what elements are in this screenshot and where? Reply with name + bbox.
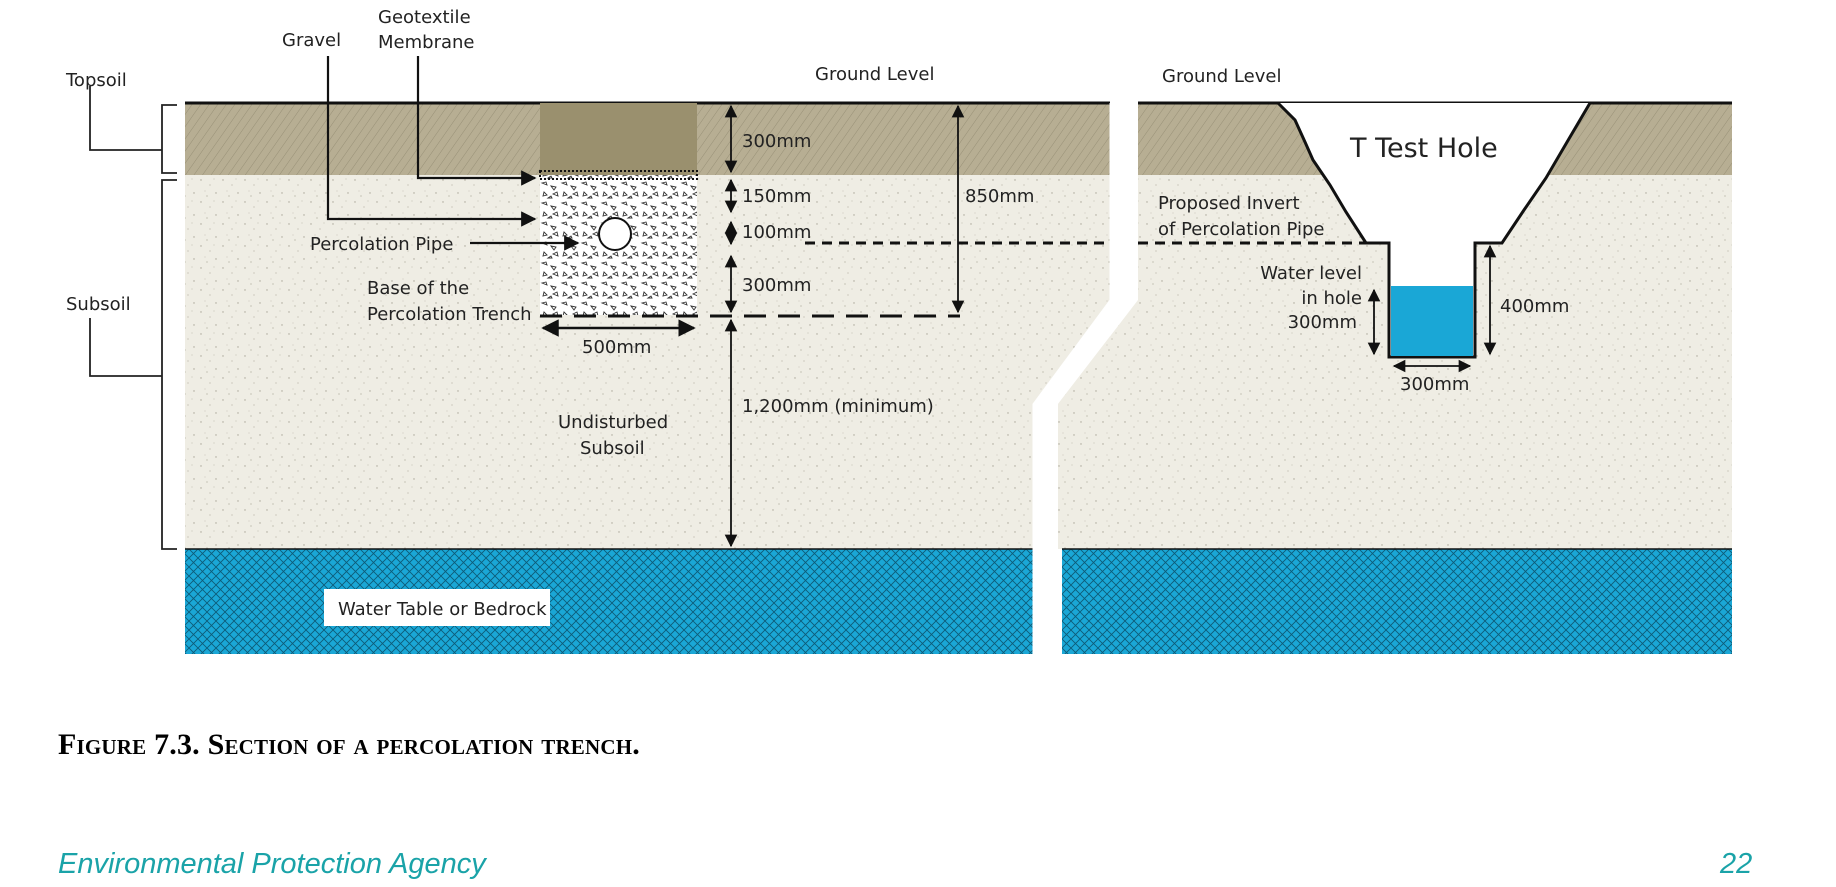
undisturbed-label-1: Undisturbed	[558, 412, 668, 433]
subsoil-label: Subsoil	[66, 294, 131, 315]
dim-minimum: 1,200mm (minimum)	[742, 396, 934, 417]
geotextile-label-2: Membrane	[378, 32, 474, 53]
base-trench-label-2: Percolation Trench	[367, 304, 532, 325]
water-table-label: Water Table or Bedrock	[338, 599, 547, 620]
test-hole-excavation	[1278, 103, 1590, 357]
water-in-hole	[1391, 286, 1473, 356]
dim-hole-depth: 400mm	[1500, 296, 1569, 317]
geotextile-label-1: Geotextile	[378, 7, 471, 28]
gravel-leader	[326, 56, 537, 227]
ground-level-left-label: Ground Level	[815, 64, 934, 85]
figure-caption-text: Section of a percolation trench.	[207, 728, 640, 761]
gravel-label: Gravel	[282, 30, 341, 51]
undisturbed-label-2: Subsoil	[580, 438, 645, 459]
dim-300-lower: 300mm	[742, 275, 811, 296]
subsoil-bracket	[161, 179, 177, 550]
figure-caption-prefix: Figure 7.3.	[58, 728, 200, 761]
percolation-trench-diagram: Topsoil Subsoil Gravel Geotextile Membra…	[65, 7, 1732, 654]
ground-level-right-label: Ground Level	[1162, 66, 1281, 87]
geotextile-membrane	[539, 170, 698, 180]
water-level-label-2: in hole	[1301, 288, 1362, 309]
dim-topsoil: 300mm	[742, 131, 811, 152]
base-trench-label-1: Base of the	[367, 278, 469, 299]
dim-hole-width: 300mm	[1400, 374, 1469, 395]
left-section	[89, 56, 1138, 654]
percolation-pipe	[598, 217, 632, 251]
water-level-label-1: Water level	[1260, 263, 1362, 284]
dim-150: 150mm	[742, 186, 811, 207]
water-level-label-3: 300mm	[1288, 312, 1357, 333]
footer-organization: Environmental Protection Agency	[58, 848, 486, 880]
topsoil-label: Topsoil	[65, 70, 127, 91]
invert-label-2: of Percolation Pipe	[1158, 219, 1324, 240]
membrane-leader	[416, 56, 537, 186]
footer-page-number: 22	[1720, 848, 1753, 880]
figure-caption: Figure 7.3. Section of a percolation tre…	[58, 728, 640, 762]
section-break	[1033, 103, 1138, 654]
right-section	[1058, 101, 1732, 654]
topsoil-bracket	[161, 104, 177, 174]
t-test-hole-title: T Test Hole	[1349, 133, 1498, 164]
dim-100: 100mm	[742, 222, 811, 243]
percolation-pipe-label: Percolation Pipe	[310, 234, 453, 255]
dim-850: 850mm	[965, 186, 1034, 207]
dim-trench-width: 500mm	[582, 337, 651, 358]
invert-label-1: Proposed Invert	[1158, 193, 1300, 214]
water-table-label-box	[324, 589, 550, 626]
trench-topsoil-backfill	[540, 103, 697, 175]
